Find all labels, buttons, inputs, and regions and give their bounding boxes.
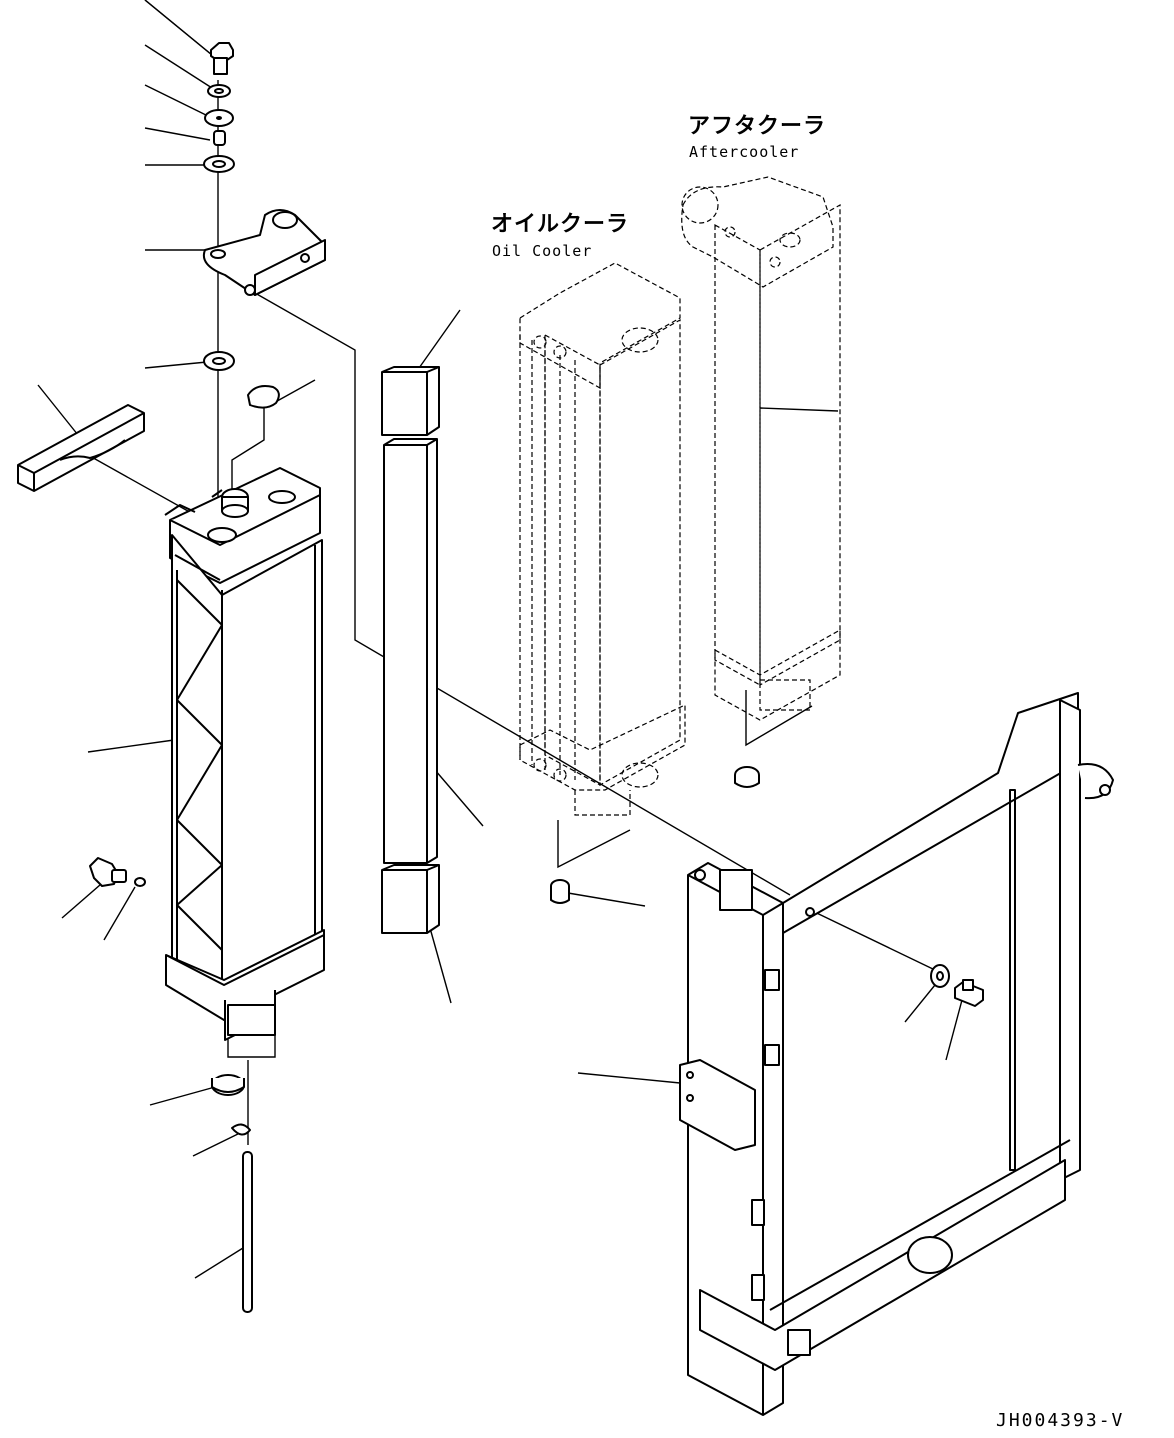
radiator-bracket bbox=[204, 210, 325, 295]
spacer-part bbox=[214, 131, 225, 145]
hose-clip bbox=[232, 1124, 250, 1134]
leader-lines bbox=[38, 0, 962, 1278]
frame-washer bbox=[931, 965, 949, 987]
filler-neck bbox=[212, 489, 248, 517]
drain-valve bbox=[90, 858, 145, 886]
aftercooler-plug bbox=[735, 767, 759, 787]
aftercooler-label-en: Aftercooler bbox=[689, 143, 800, 161]
oilcooler-label-jp: オイルクーラ bbox=[491, 212, 630, 237]
foam-seal-top bbox=[382, 367, 439, 435]
bolt-part bbox=[211, 43, 233, 74]
oil-cooler bbox=[520, 263, 685, 815]
foam-seal-long bbox=[384, 439, 437, 863]
radiator-core bbox=[165, 468, 324, 1040]
radiator-cap bbox=[248, 386, 279, 408]
frame-bolt bbox=[955, 980, 983, 1006]
aftercooler-label-jp: アフタクーラ bbox=[688, 114, 827, 139]
foam-seal-bottom bbox=[382, 865, 439, 933]
aftercooler bbox=[682, 177, 840, 720]
drain-hose bbox=[243, 1152, 252, 1312]
drain-plug bbox=[212, 1075, 244, 1095]
assembly-lines bbox=[218, 80, 935, 1145]
insulation-bar bbox=[18, 405, 144, 491]
oilcooler-label-en: Oil Cooler bbox=[492, 242, 593, 260]
radiator-frame bbox=[680, 693, 1113, 1415]
oil-cooler-plug bbox=[551, 880, 569, 903]
drawing-code: JH004393-V bbox=[996, 1410, 1125, 1431]
